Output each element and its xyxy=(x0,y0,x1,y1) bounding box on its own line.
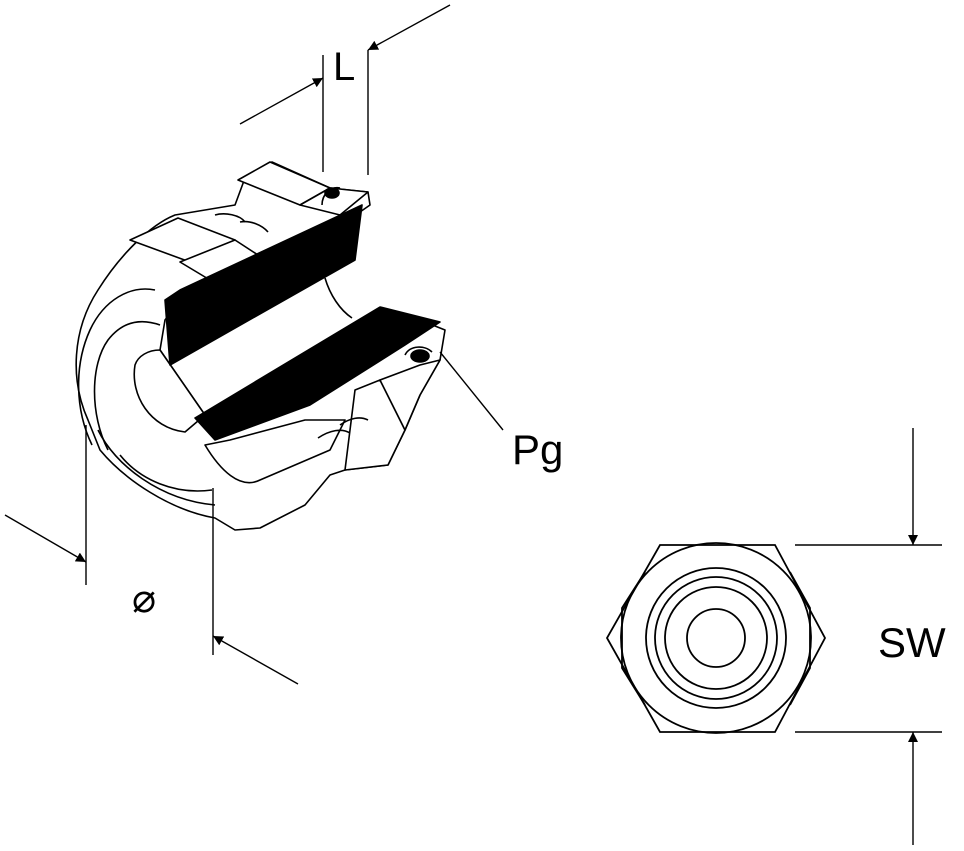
ring-middle xyxy=(654,576,778,700)
thread-ridge xyxy=(214,213,246,223)
front-ring-middle xyxy=(93,321,161,451)
dimension-arrow-dia-left xyxy=(4,514,87,563)
hex-chamfer-circle xyxy=(620,542,812,734)
o-ring-lower xyxy=(410,349,430,363)
thread-ridge-4 xyxy=(339,417,369,426)
thread-leader-line xyxy=(439,351,504,431)
hex-chamfer-lines-right xyxy=(789,571,811,706)
hex-nut-flat-lower-2 xyxy=(379,359,441,431)
o-ring-lower-outline xyxy=(404,346,433,356)
dimension-arrow-right xyxy=(367,4,451,51)
front-ring-bore xyxy=(133,349,206,433)
front-cut-face-lower xyxy=(204,419,346,484)
inner-cavity-line-2 xyxy=(97,429,216,506)
inner-cavity-line xyxy=(119,454,213,492)
label-diameter: ⌀ xyxy=(132,577,156,621)
label-thread: Pg xyxy=(512,426,563,473)
o-ring-upper-outline xyxy=(321,186,341,206)
label-wrench-size: SW xyxy=(878,619,946,666)
thread-ridge-2 xyxy=(239,220,269,233)
ring-outer xyxy=(645,567,787,709)
dimension-arrow-left xyxy=(239,77,324,125)
hex-outline xyxy=(605,544,827,733)
label-length: L xyxy=(333,45,355,89)
bore-inner-arc xyxy=(324,277,353,319)
front-ring-outer xyxy=(77,288,156,446)
bore-circle xyxy=(686,608,746,668)
seal-insert-upper xyxy=(164,204,363,366)
gland-cutaway-view xyxy=(75,161,446,531)
thread-ridge-3 xyxy=(317,429,351,439)
dimension-wrench-size xyxy=(795,428,942,845)
ring-inner xyxy=(664,586,768,690)
dimension-length xyxy=(239,4,451,175)
dimension-diameter xyxy=(4,425,299,685)
hex-nut-flat-rear-2 xyxy=(299,187,369,216)
seal-insert-lower xyxy=(194,306,441,441)
hex-front-view xyxy=(605,542,827,734)
dimension-arrow-dia-right xyxy=(212,635,299,685)
